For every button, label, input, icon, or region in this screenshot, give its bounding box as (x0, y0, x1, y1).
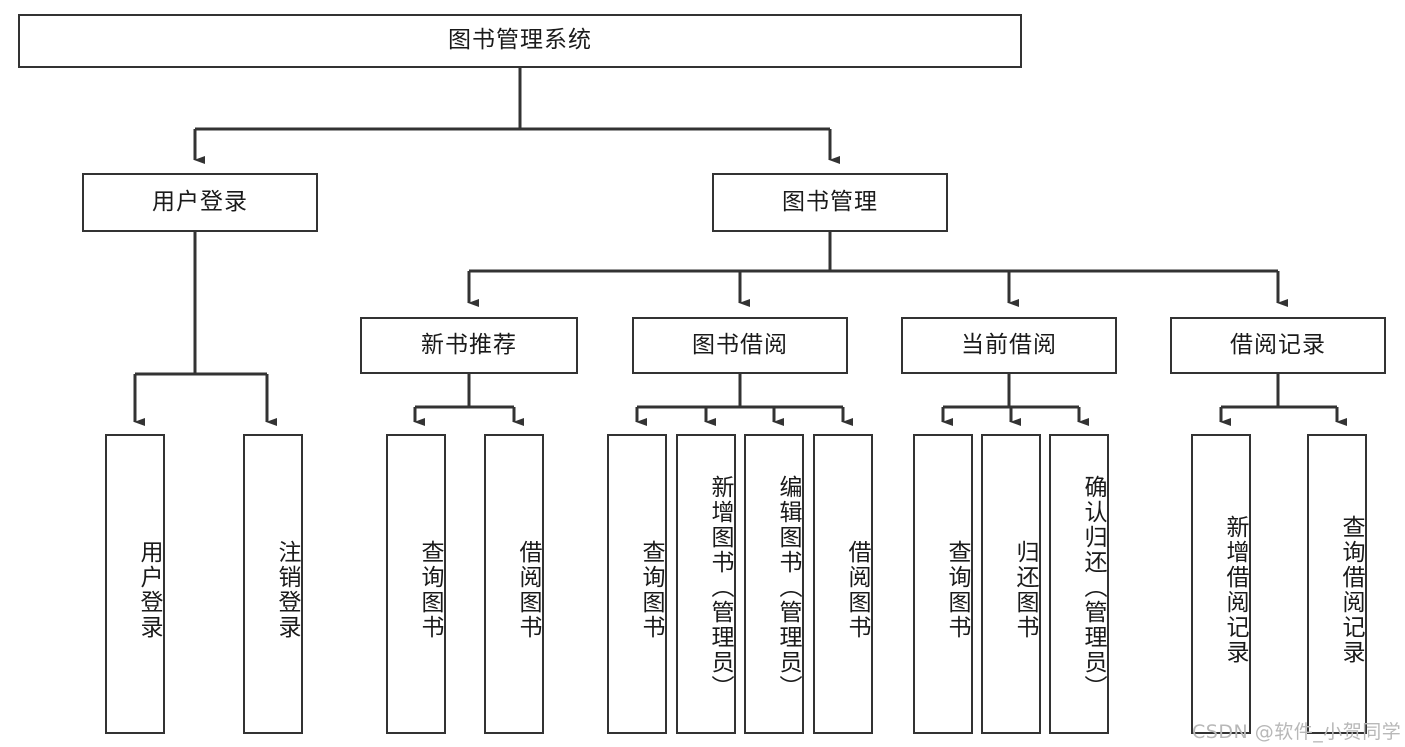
node-leaf-logout-label: 注销登录 (274, 540, 300, 640)
node-root-label: 图书管理系统 (448, 27, 592, 54)
node-leaf-return-book[interactable]: 归还图书 (981, 434, 1041, 734)
node-leaf-edit-book-admin[interactable]: 编辑图书（管理员） (744, 434, 804, 734)
node-book-borrow[interactable]: 图书借阅 (632, 317, 848, 374)
node-leaf-edit-book-admin-label: 编辑图书（管理员） (775, 474, 801, 700)
node-leaf-user-login-label: 用户登录 (136, 540, 162, 640)
node-current-borrow[interactable]: 当前借阅 (901, 317, 1117, 374)
node-leaf-borrow-book-label: 借阅图书 (844, 540, 870, 640)
node-leaf-query-book-current-label: 查询图书 (944, 540, 970, 640)
node-user-login-label: 用户登录 (152, 188, 248, 215)
node-leaf-add-book-admin-label: 新增图书（管理员） (707, 474, 733, 700)
node-leaf-user-login[interactable]: 用户登录 (105, 434, 165, 734)
node-leaf-query-book-new[interactable]: 查询图书 (386, 434, 446, 734)
node-leaf-add-borrow-record-label: 新增借阅记录 (1222, 515, 1248, 665)
node-leaf-query-borrow-record-label: 查询借阅记录 (1338, 515, 1364, 665)
node-leaf-query-book-current[interactable]: 查询图书 (913, 434, 973, 734)
node-new-book-recommend-label: 新书推荐 (421, 331, 517, 358)
node-book-manage[interactable]: 图书管理 (712, 173, 948, 232)
node-borrow-record[interactable]: 借阅记录 (1170, 317, 1386, 374)
node-leaf-query-borrow-record[interactable]: 查询借阅记录 (1307, 434, 1367, 734)
node-leaf-add-borrow-record[interactable]: 新增借阅记录 (1191, 434, 1251, 734)
node-leaf-borrow-book-new[interactable]: 借阅图书 (484, 434, 544, 734)
node-leaf-confirm-return-admin[interactable]: 确认归还（管理员） (1049, 434, 1109, 734)
node-leaf-return-book-label: 归还图书 (1012, 540, 1038, 640)
node-leaf-borrow-book[interactable]: 借阅图书 (813, 434, 873, 734)
node-book-manage-label: 图书管理 (782, 188, 878, 215)
node-leaf-borrow-book-new-label: 借阅图书 (515, 540, 541, 640)
node-leaf-query-book-borrow[interactable]: 查询图书 (607, 434, 667, 734)
node-current-borrow-label: 当前借阅 (961, 331, 1057, 358)
node-new-book-recommend[interactable]: 新书推荐 (360, 317, 578, 374)
node-leaf-add-book-admin[interactable]: 新增图书（管理员） (676, 434, 736, 734)
node-root[interactable]: 图书管理系统 (18, 14, 1022, 68)
node-borrow-record-label: 借阅记录 (1230, 331, 1326, 358)
node-leaf-query-book-borrow-label: 查询图书 (638, 540, 664, 640)
node-leaf-logout[interactable]: 注销登录 (243, 434, 303, 734)
node-leaf-confirm-return-admin-label: 确认归还（管理员） (1080, 474, 1106, 700)
node-leaf-query-book-new-label: 查询图书 (417, 540, 443, 640)
node-user-login[interactable]: 用户登录 (82, 173, 318, 232)
node-book-borrow-label: 图书借阅 (692, 331, 788, 358)
